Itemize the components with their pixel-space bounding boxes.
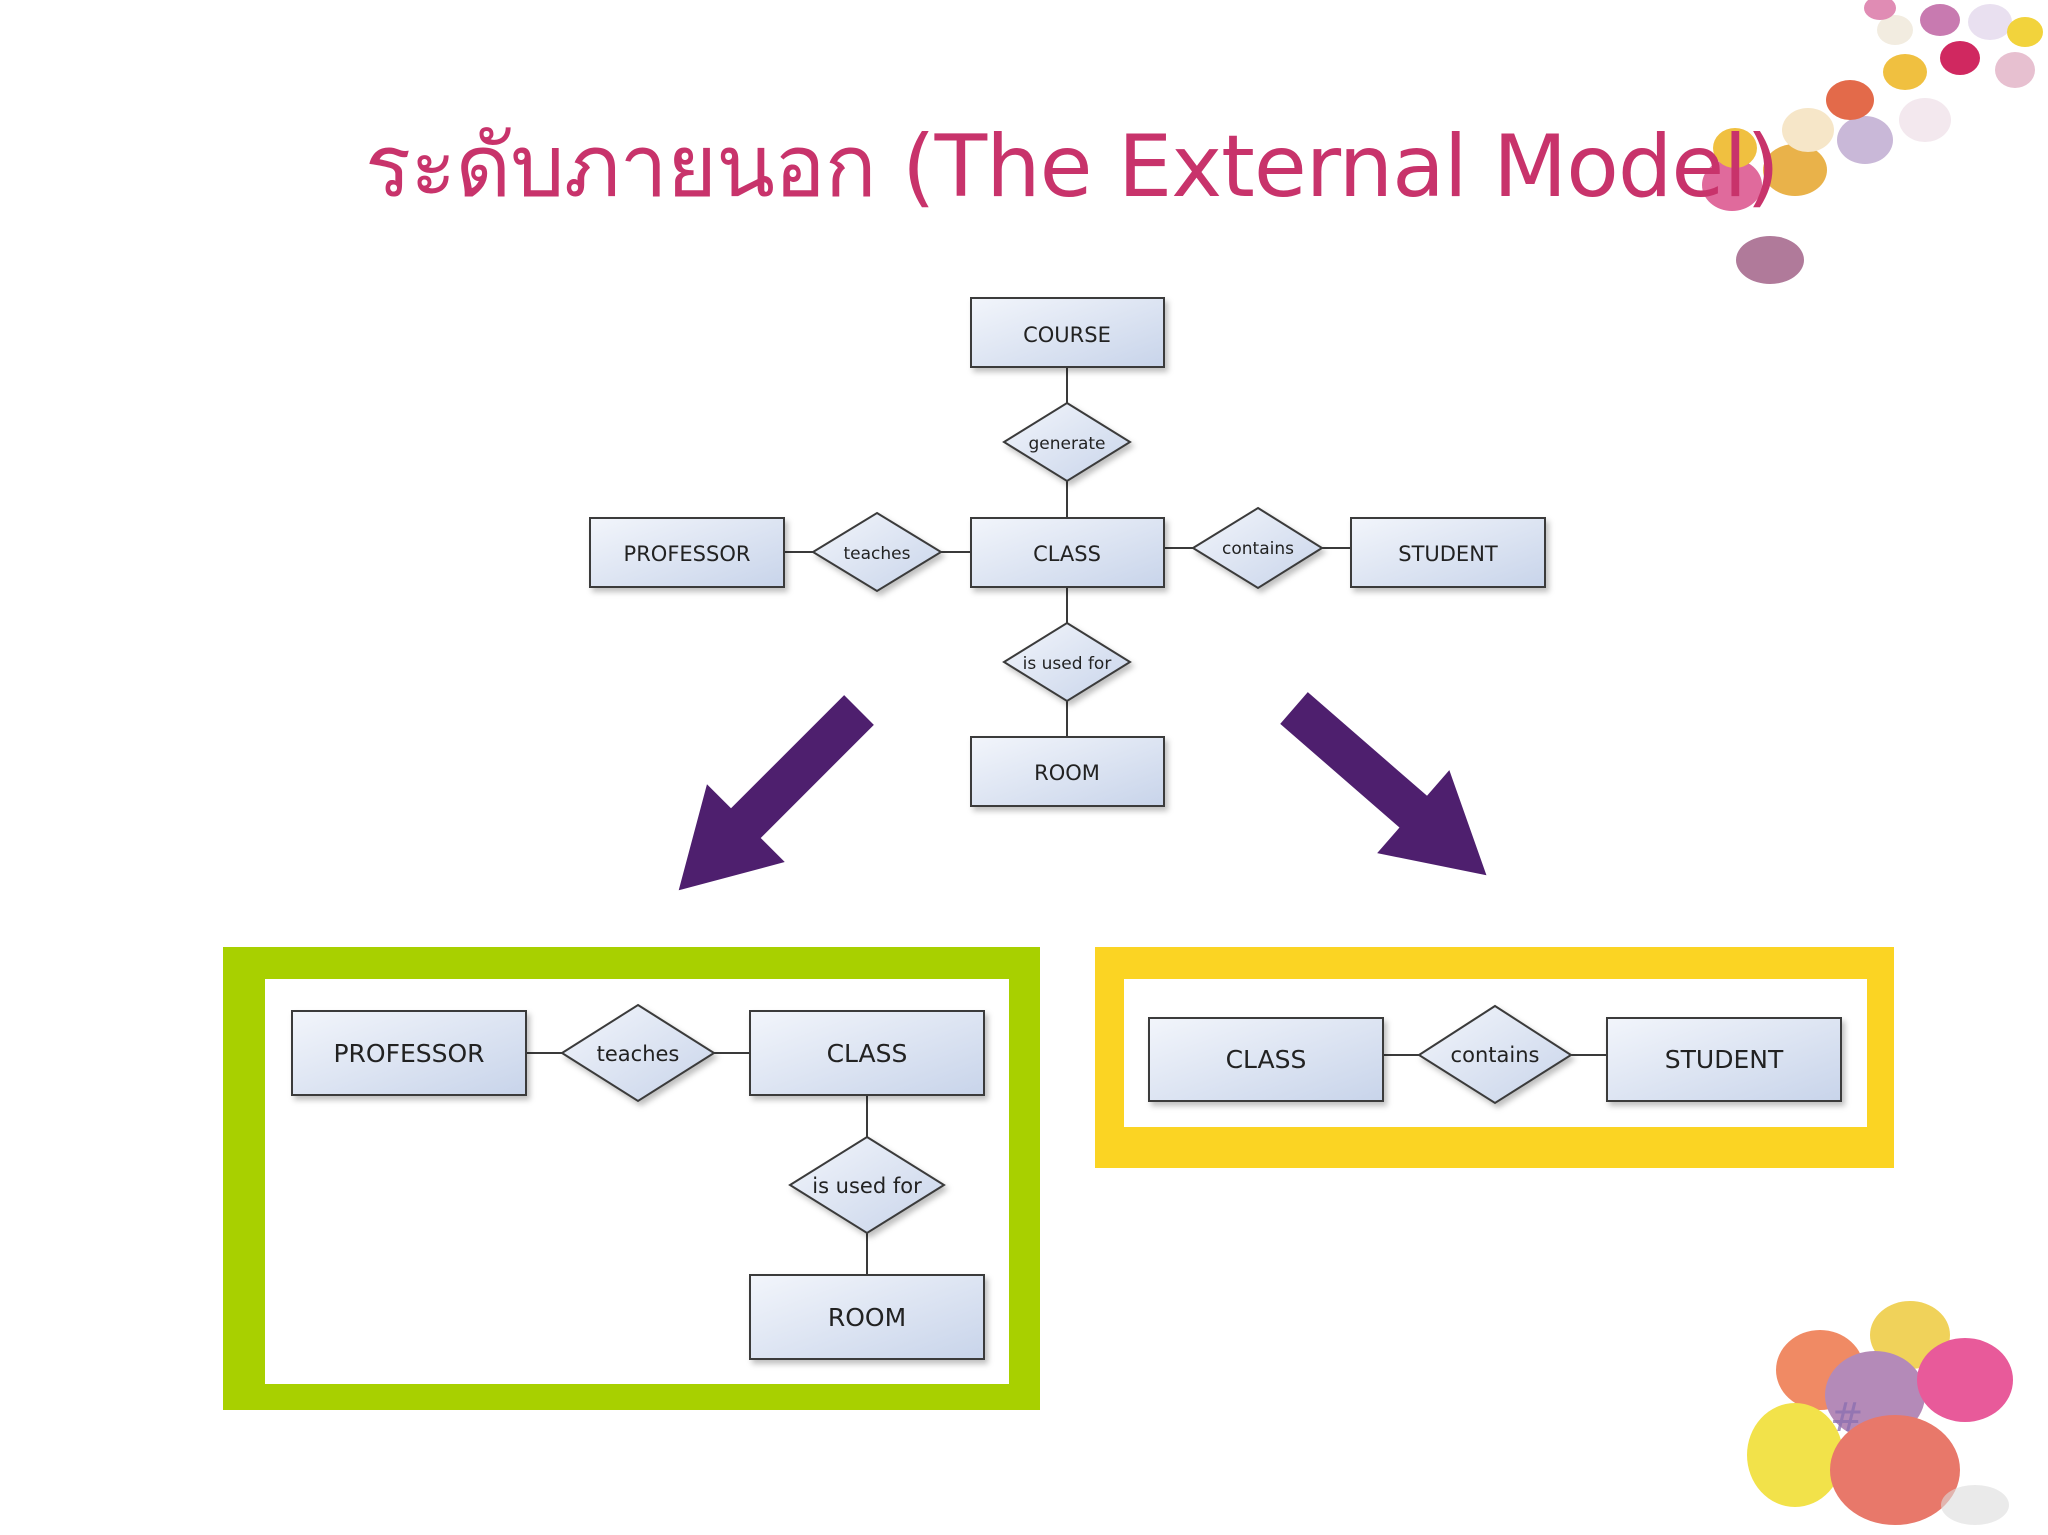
entity-student: STUDENT: [1350, 517, 1546, 588]
external-view-left: PROFESSOR CLASS ROOM teaches is used for: [223, 947, 1040, 1410]
entity-class: CLASS: [1148, 1017, 1384, 1102]
relationship-label: teaches: [597, 1042, 680, 1066]
entity-student: STUDENT: [1606, 1017, 1842, 1102]
entity-label: COURSE: [1023, 323, 1111, 347]
entity-label: ROOM: [828, 1303, 906, 1332]
entity-class: CLASS: [970, 517, 1165, 588]
candy-eggs-top-icon: [1702, 0, 2043, 284]
relationship-teaches: teaches: [560, 1003, 716, 1103]
entity-professor: PROFESSOR: [291, 1010, 527, 1096]
entity-label: CLASS: [1226, 1045, 1307, 1074]
relationship-is-used-for: is used for: [1002, 621, 1132, 703]
candy-eggs-bottom-icon: [1747, 1301, 2013, 1525]
relationship-label: is used for: [1023, 654, 1112, 674]
slide-title: ระดับภายนอก (The External Model): [365, 117, 1780, 217]
entity-label: STUDENT: [1398, 542, 1498, 566]
entity-professor: PROFESSOR: [589, 517, 785, 588]
entity-label: PROFESSOR: [333, 1039, 484, 1068]
entity-class: CLASS: [749, 1010, 985, 1096]
page-number: #: [1830, 1395, 1864, 1441]
entity-label: CLASS: [1033, 542, 1101, 566]
entity-course: COURSE: [970, 297, 1165, 368]
relationship-label: teaches: [844, 544, 911, 564]
external-view-right: CLASS STUDENT contains: [1095, 947, 1894, 1168]
conceptual-model: COURSE PROFESSOR CLASS STUDENT ROOM g: [589, 297, 1546, 807]
relationship-contains: contains: [1417, 1004, 1573, 1105]
arrow-down-left-icon: [678, 695, 874, 891]
relationship-is-used-for: is used for: [788, 1135, 946, 1235]
relationship-label: contains: [1451, 1043, 1540, 1067]
relationship-contains: contains: [1191, 506, 1324, 590]
relationship-label: is used for: [812, 1174, 922, 1198]
relationship-teaches: teaches: [811, 511, 943, 593]
entity-label: PROFESSOR: [624, 542, 751, 566]
entity-room: ROOM: [970, 736, 1165, 807]
arrow-down-right-icon: [1280, 692, 1487, 876]
relationship-label: generate: [1028, 434, 1105, 454]
entity-label: CLASS: [827, 1039, 908, 1068]
entity-label: ROOM: [1034, 761, 1100, 785]
relationship-label: contains: [1222, 539, 1294, 559]
entity-room: ROOM: [749, 1274, 985, 1360]
relationship-generate: generate: [1002, 401, 1132, 483]
entity-label: STUDENT: [1665, 1045, 1784, 1074]
